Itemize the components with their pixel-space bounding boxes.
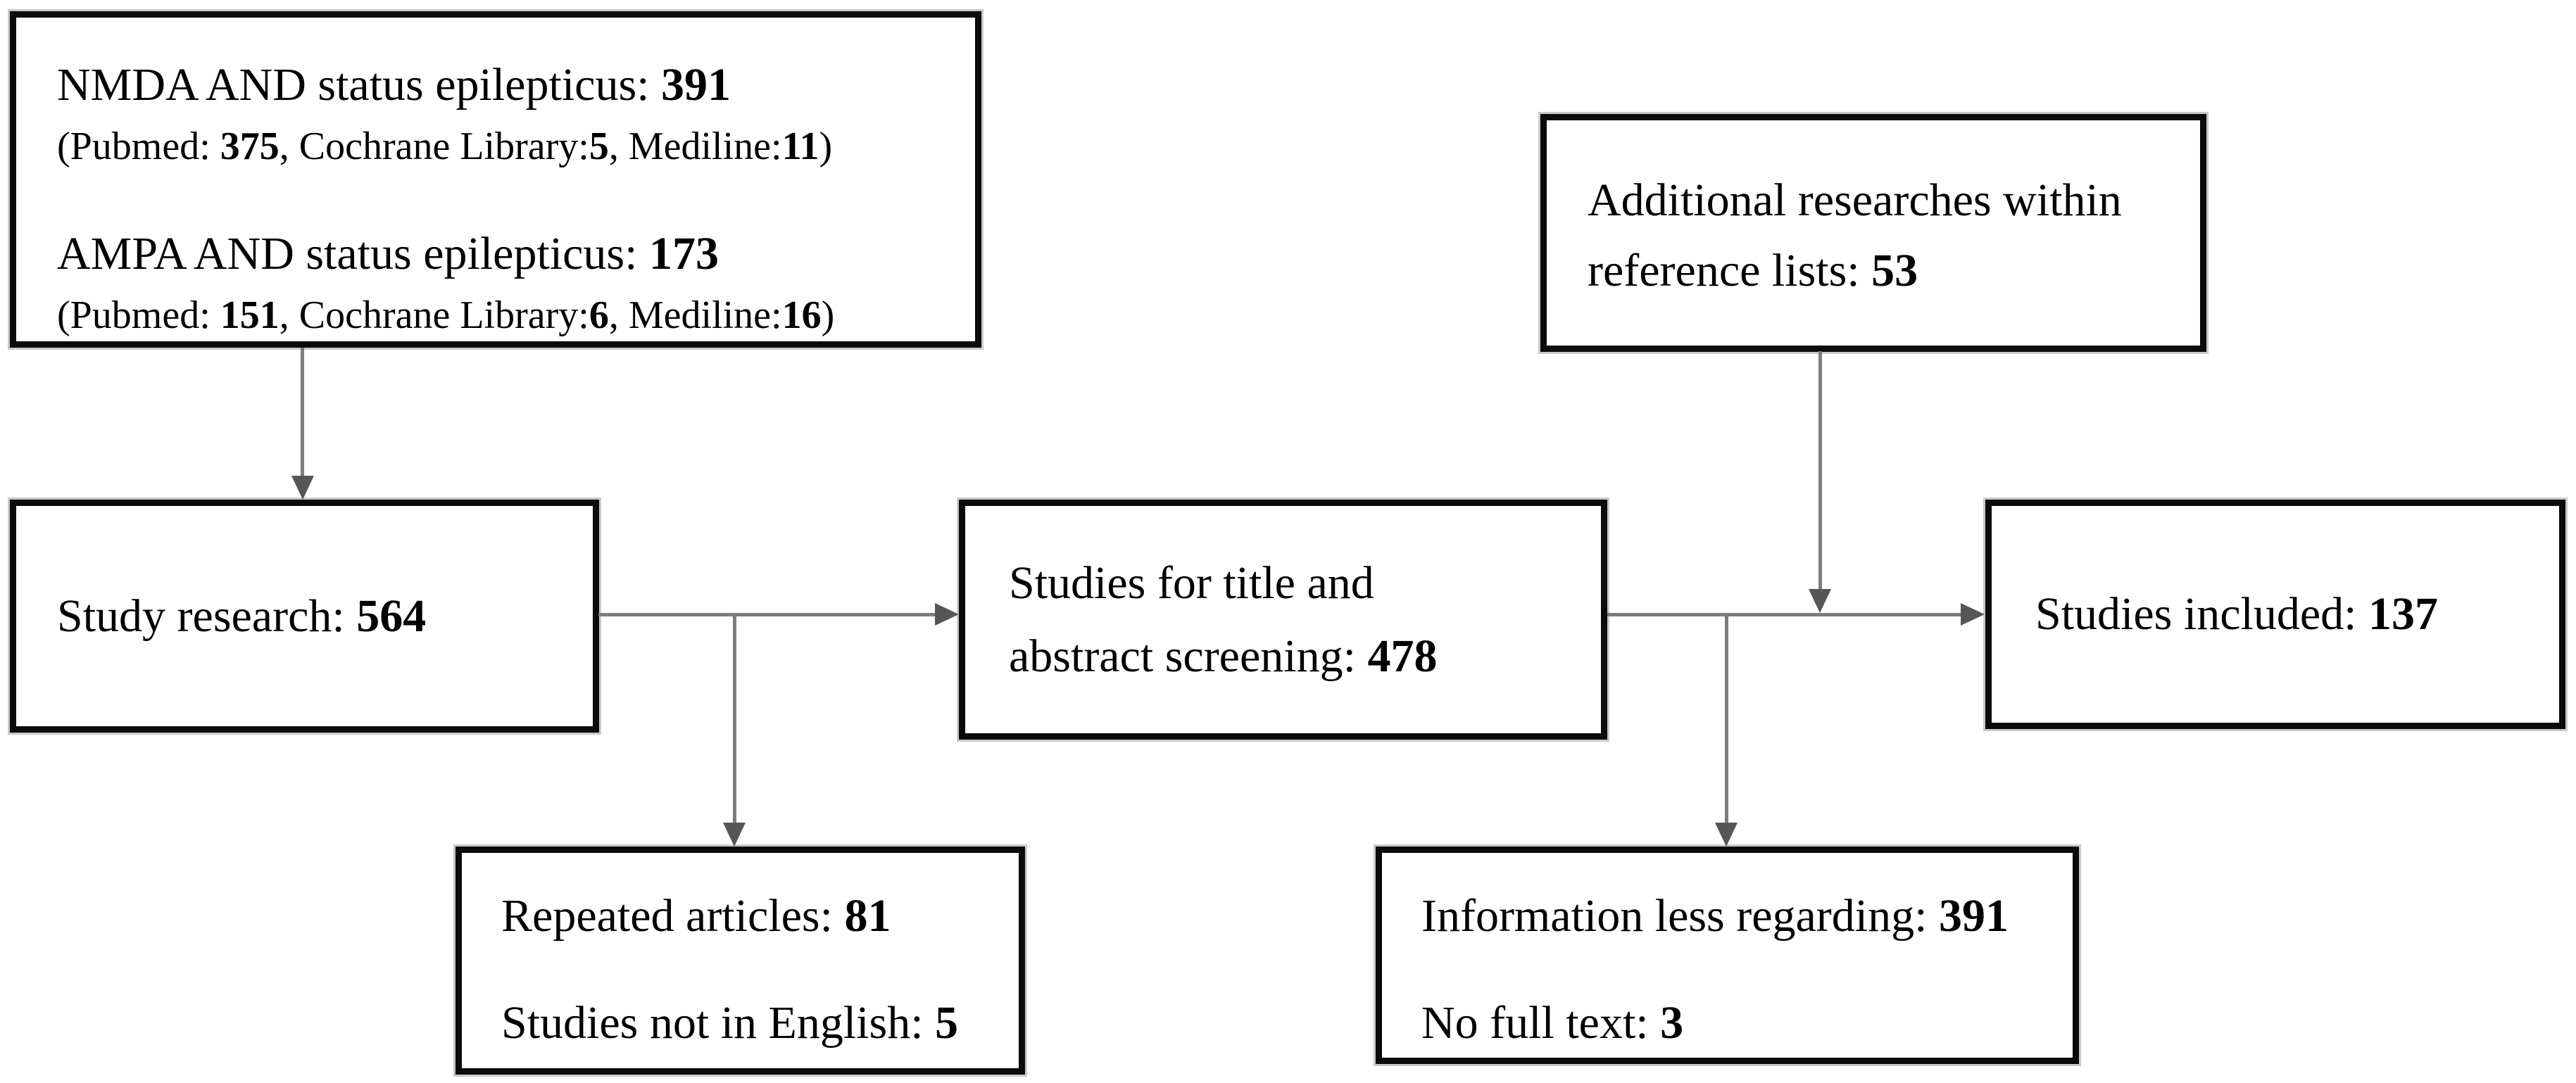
text-information-less: Information less regarding: 391: [1421, 890, 2009, 942]
text-nmda-sources: (Pubmed: 375, Cochrane Library:5, Medili…: [57, 125, 833, 168]
box-title-abstract-screening: Studies for title and abstract screening…: [959, 500, 1607, 740]
box-excluded-studies: Information less regarding: 391 No full …: [1376, 847, 2079, 1064]
spacer: [501, 947, 1007, 992]
text-nmda-query: NMDA AND status epilepticus: 391: [57, 59, 731, 110]
box-repeated-articles: Repeated articles: 81 Studies not in Eng…: [455, 847, 1025, 1075]
connector-branch-to-repeated-arrowhead-icon: [723, 823, 746, 847]
text-additional-line1: Additional researches within: [1588, 175, 2122, 226]
connector-screening-to-included-arrowhead-icon: [1961, 603, 1985, 626]
connector-study-to-screening-line: [598, 613, 935, 616]
connector-screening-to-included-line: [1607, 613, 1961, 616]
connector-search-to-study-arrowhead-icon: [291, 476, 314, 500]
box-additional-references: Additional researches within reference l…: [1540, 114, 2206, 352]
text-ampa-query: AMPA AND status epilepticus: 173: [57, 228, 719, 279]
text-studies-included: Studies included: 137: [2035, 588, 2438, 640]
text-additional-line2: reference lists: 53: [1588, 245, 1918, 296]
box-studies-included: Studies included: 137: [1985, 500, 2565, 729]
spacer: [1421, 947, 2061, 992]
box-study-research: Study research: 564: [10, 500, 599, 733]
connector-additional-down-line: [1818, 351, 1822, 590]
text-screening-line1: Studies for title and: [1009, 557, 1374, 609]
connector-study-to-screening-arrowhead-icon: [935, 603, 959, 626]
box-search-queries: NMDA AND status epilepticus: 391 (Pubmed…: [10, 11, 981, 348]
text-screening-line2: abstract screening: 478: [1009, 630, 1438, 682]
connector-search-to-study-line: [301, 348, 304, 477]
text-not-in-english: Studies not in English: 5: [501, 997, 959, 1049]
text-repeated-articles: Repeated articles: 81: [501, 890, 891, 942]
connector-branch-to-repeated-line: [733, 614, 736, 824]
text-study-research: Study research: 564: [57, 590, 427, 642]
connector-branch-to-excluded-line: [1725, 614, 1728, 824]
text-no-full-text: No full text: 3: [1421, 997, 1684, 1049]
connector-branch-to-excluded-arrowhead-icon: [1715, 823, 1738, 847]
spacer: [57, 177, 961, 223]
connector-additional-down-arrowhead-icon: [1809, 589, 1831, 613]
text-ampa-sources: (Pubmed: 151, Cochrane Library:6, Medili…: [57, 293, 835, 337]
